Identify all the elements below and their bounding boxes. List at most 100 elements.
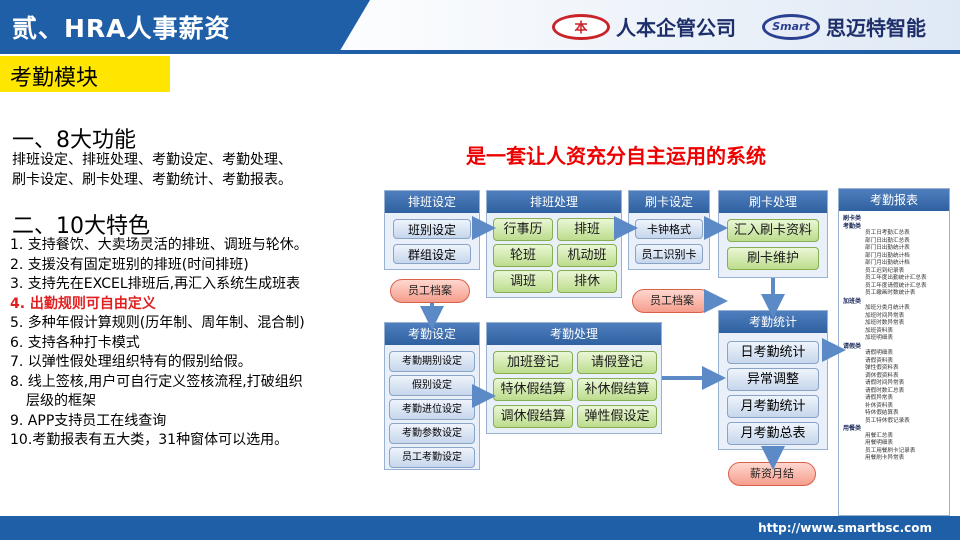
card-maintenance-button[interactable]: 刷卡维护 (727, 247, 819, 270)
tagline: 是一套让人资充分自主运用的系统 (466, 144, 766, 168)
trait-item: 7. 以弹性假处理组织特有的假别给假。 (10, 354, 252, 370)
report-list: 刷卡类考勤类员工日考勤汇总表部门日出勤汇总表部门日出勤统计表部门月出勤统计档部门… (839, 211, 949, 463)
report-item[interactable]: 员工年度请假统计汇总表 (865, 282, 927, 289)
trait-item: 5. 多种年假计算规则(历年制、周年制、混合制) (10, 315, 305, 331)
clock-format-button[interactable]: 卡钟格式 (635, 219, 703, 239)
report-item[interactable]: 用餐明细表 (865, 440, 893, 446)
report-item[interactable]: 加班资料表 (865, 327, 893, 334)
panel-attendance-settings: 考勤设定 考勤期别设定 假别设定 考勤进位设定 考勤参数设定 员工考勤设定 (384, 322, 480, 470)
report-item[interactable]: 部门月出勤统计档 (865, 260, 910, 266)
panel-shift-settings: 排班设定 班别设定 群组设定 (384, 190, 480, 270)
report-item[interactable]: 员工特休假记录表 (865, 417, 910, 424)
report-item[interactable]: 加班时间异常表 (865, 312, 905, 319)
report-item[interactable]: 部门日出勤统计表 (865, 245, 910, 251)
report-item[interactable]: 请假异常表 (865, 395, 893, 401)
report-category[interactable]: 请假类 (843, 342, 862, 350)
panel-title: 考勤统计 (719, 311, 827, 333)
report-category[interactable]: 用餐类 (843, 425, 862, 432)
monthly-summary-button[interactable]: 月考勤总表 (727, 422, 819, 445)
period-settings-button[interactable]: 考勤期别设定 (389, 351, 475, 372)
report-item[interactable]: 员工迟到纪录表 (865, 267, 905, 274)
header-divider (0, 50, 960, 54)
report-item[interactable]: 加班时数异常表 (865, 320, 905, 326)
swap-leave-settle-button[interactable]: 调休假结算 (493, 405, 573, 428)
traits-heading: 二、10大特色 (12, 214, 150, 239)
panel-card-settings: 刷卡设定 卡钟格式 员工识别卡 (628, 190, 710, 270)
trait-item: 2. 支援没有固定班别的排班(时间排班) (10, 256, 249, 273)
report-item[interactable]: 请假明细表 (865, 350, 893, 356)
report-item[interactable]: 请假时间异常表 (865, 380, 905, 386)
rotation-button[interactable]: 轮班 (493, 244, 553, 267)
trait-item: 8. 线上签核,用户可自行定义签核流程,打破组织 (10, 373, 303, 390)
renben-logo-icon: 本 (552, 13, 610, 40)
company-logo-smart: Smart 思迈特智能 (762, 12, 926, 41)
trait-item-continued: 层级的框架 (26, 393, 96, 409)
import-card-data-button[interactable]: 汇入刷卡资料 (727, 219, 819, 242)
overtime-register-button[interactable]: 加班登记 (493, 351, 573, 374)
report-item[interactable]: 调休假资料表 (865, 372, 899, 379)
panel-title: 排班处理 (487, 191, 621, 213)
employee-file-oval-2[interactable]: 员工档案 (632, 289, 712, 313)
report-item[interactable]: 弹性假资料表 (865, 365, 899, 371)
report-item[interactable]: 加班分类月统计表 (865, 305, 910, 311)
employee-attendance-button[interactable]: 员工考勤设定 (389, 447, 475, 468)
exception-adjust-button[interactable]: 异常调整 (727, 368, 819, 391)
flex-leave-setting-button[interactable]: 弹性假设定 (577, 405, 657, 428)
rest-schedule-button[interactable]: 排休 (557, 270, 617, 293)
report-item[interactable]: 员工日考勤汇总表 (865, 230, 910, 236)
shift-type-button[interactable]: 班别设定 (393, 219, 471, 239)
report-category[interactable]: 刷卡类 (843, 215, 862, 222)
calendar-button[interactable]: 行事历 (493, 218, 553, 241)
report-item[interactable]: 请假时数汇总表 (865, 387, 905, 394)
panel-title: 考勤设定 (385, 323, 479, 345)
report-item[interactable]: 补休资料表 (865, 402, 893, 409)
panel-shift-processing: 排班处理 行事历 排班 轮班 机动班 调班 排休 (486, 190, 622, 298)
report-item[interactable]: 员工年度出勤统计汇总表 (865, 275, 927, 281)
footer-bar (0, 516, 960, 540)
traits-list: 1. 支持餐饮、大卖场灵活的排班、调班与轮休。 2. 支援没有固定班别的排班(时… (10, 236, 370, 451)
leave-type-button[interactable]: 假别设定 (389, 375, 475, 396)
report-item[interactable]: 请假资料表 (865, 357, 893, 364)
report-item[interactable]: 员工缴画时数统计表 (865, 290, 916, 296)
annual-leave-settle-button[interactable]: 特休假结算 (493, 378, 573, 401)
panel-attendance-reports: 考勤报表 刷卡类考勤类员工日考勤汇总表部门日出勤汇总表部门日出勤统计表部门月出勤… (838, 188, 950, 516)
module-label: 考勤模块 (0, 56, 170, 92)
report-category[interactable]: 加班类 (843, 297, 862, 305)
comp-leave-settle-button[interactable]: 补休假结算 (577, 378, 657, 401)
trait-item-highlight: 4. 出勤规则可自由定义 (10, 295, 156, 312)
monthly-stats-button[interactable]: 月考勤统计 (727, 395, 819, 418)
trait-item: 6. 支持各种打卡模式 (10, 334, 140, 351)
panel-attendance-statistics: 考勤统计 日考勤统计 异常调整 月考勤统计 月考勤总表 (718, 310, 828, 450)
panel-title: 考勤处理 (487, 323, 661, 345)
flex-shift-button[interactable]: 机动班 (557, 244, 617, 267)
group-settings-button[interactable]: 群组设定 (393, 244, 471, 264)
rounding-settings-button[interactable]: 考勤进位设定 (389, 399, 475, 420)
website-link[interactable]: http://www.smartbsc.com (758, 521, 932, 535)
report-item[interactable]: 部门月出勤统计档 (865, 252, 910, 259)
renben-company-name: 人本企管公司 (616, 16, 736, 40)
report-item[interactable]: 特休假结算表 (865, 410, 899, 416)
leave-register-button[interactable]: 请假登记 (577, 351, 657, 374)
panel-title: 刷卡设定 (629, 191, 709, 213)
report-item[interactable]: 加班明细表 (865, 335, 893, 341)
panel-title: 刷卡处理 (719, 191, 827, 213)
employee-file-oval[interactable]: 员工档案 (390, 279, 470, 303)
title-banner (0, 0, 370, 50)
features-line-2: 刷卡设定、刷卡处理、考勤统计、考勤报表。 (12, 172, 292, 188)
employee-card-button[interactable]: 员工识别卡 (635, 244, 703, 264)
trait-item: 1. 支持餐饮、大卖场灵活的排班、调班与轮休。 (10, 237, 308, 253)
smart-logo-icon: Smart (762, 13, 820, 40)
report-item[interactable]: 用餐刷卡异常表 (865, 455, 905, 461)
trait-item: 3. 支持先在EXCEL排班后,再汇入系统生成班表 (10, 276, 301, 292)
parameter-settings-button[interactable]: 考勤参数设定 (389, 423, 475, 444)
report-category[interactable]: 考勤类 (843, 222, 862, 230)
report-item[interactable]: 员工用餐刷卡记录表 (865, 447, 916, 454)
report-item[interactable]: 用餐汇总表 (865, 432, 893, 439)
trait-item: 9. APP支持员工在线查询 (10, 412, 167, 429)
panel-title: 考勤报表 (839, 189, 949, 211)
shift-swap-button[interactable]: 调班 (493, 270, 553, 293)
report-item[interactable]: 部门日出勤汇总表 (865, 237, 910, 244)
page-title: 贰、HRA人事薪资 (12, 14, 231, 43)
daily-stats-button[interactable]: 日考勤统计 (727, 341, 819, 364)
